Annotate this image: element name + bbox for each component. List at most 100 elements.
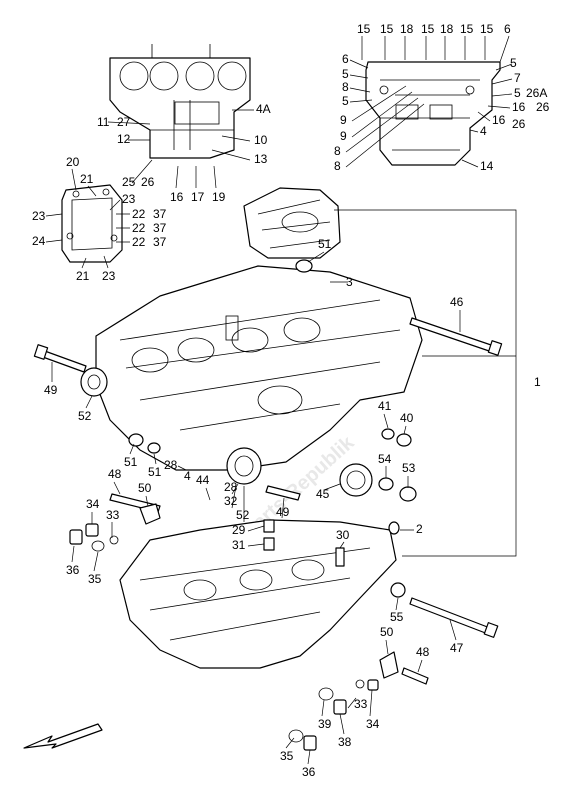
callout-9b: 9 [340, 129, 347, 143]
callout-15e: 15 [480, 22, 494, 36]
callout-5a: 5 [342, 67, 349, 81]
callout-12: 12 [117, 132, 131, 146]
callout-25: 25 [122, 175, 136, 189]
callout-23a: 23 [32, 209, 46, 223]
callout-53: 53 [402, 461, 416, 475]
callout-55: 55 [390, 610, 404, 624]
callout-22a: 22 [132, 207, 146, 221]
callout-26d: 26 [141, 175, 155, 189]
callout-labels: 15 15 18 15 18 15 15 6 6 5 5 7 8 5 26A 5… [32, 22, 550, 779]
callout-20: 20 [66, 155, 80, 169]
callout-35b: 35 [280, 749, 294, 763]
callout-54: 54 [378, 452, 392, 466]
callout-26c: 26 [512, 117, 526, 131]
callout-14: 14 [480, 159, 494, 173]
callout-36b: 36 [302, 765, 316, 779]
callout-30: 30 [336, 528, 350, 542]
callout-9a: 9 [340, 113, 347, 127]
callout-5c: 5 [514, 86, 521, 100]
callout-31: 31 [232, 538, 246, 552]
callout-36a: 36 [66, 563, 80, 577]
callout-35a: 35 [88, 572, 102, 586]
callout-51b: 51 [124, 455, 138, 469]
callout-23b: 23 [122, 192, 136, 206]
callout-38: 38 [338, 735, 352, 749]
lower-crankcase-part [119, 519, 397, 669]
callout-32: 32 [224, 494, 238, 508]
callout-34b: 34 [366, 717, 380, 731]
callout-13: 13 [254, 152, 268, 166]
callout-28a: 28 [164, 458, 178, 472]
callout-48a: 48 [108, 467, 122, 481]
head-cover-part [243, 187, 341, 259]
callout-51c: 51 [148, 465, 162, 479]
callout-15a: 15 [357, 22, 371, 36]
callout-40: 40 [400, 411, 414, 425]
callout-2: 2 [416, 522, 423, 536]
loose-parts [33, 259, 503, 751]
callout-22c: 22 [132, 235, 146, 249]
callout-52b: 52 [236, 508, 250, 522]
callout-16c: 16 [170, 190, 184, 204]
callout-41: 41 [378, 399, 392, 413]
callout-18a: 18 [400, 22, 414, 36]
callout-1: 1 [534, 375, 541, 389]
callout-48b: 48 [416, 645, 430, 659]
callout-15b: 15 [380, 22, 394, 36]
callout-34a: 34 [86, 497, 100, 511]
cover-plate-inset [61, 184, 123, 263]
callout-50a: 50 [138, 481, 152, 495]
callout-5d: 5 [342, 94, 349, 108]
callout-45: 45 [316, 487, 330, 501]
callout-50b: 50 [380, 625, 394, 639]
callout-4a: 4A [256, 102, 271, 116]
callout-23c: 23 [102, 269, 116, 283]
callout-37a: 37 [153, 207, 167, 221]
callout-26a: 26A [526, 86, 547, 100]
callout-16a: 16 [512, 100, 526, 114]
cylinder-block-inset [109, 44, 251, 159]
callout-6b: 6 [504, 22, 511, 36]
callout-26b: 26 [536, 100, 550, 114]
callout-15c: 15 [421, 22, 435, 36]
callout-6a: 6 [342, 52, 349, 66]
callout-44: 44 [196, 473, 210, 487]
callout-47: 47 [450, 641, 464, 655]
front-direction-arrow-icon [23, 723, 103, 749]
callout-52a: 52 [78, 409, 92, 423]
assembly-bracket [334, 209, 517, 557]
callout-8b: 8 [334, 144, 341, 158]
callout-7: 7 [514, 71, 521, 85]
callout-24: 24 [32, 234, 46, 248]
callout-27: 27 [117, 115, 131, 129]
callout-8a: 8 [342, 80, 349, 94]
upper-crankcase-part [95, 265, 423, 471]
leader-lines [45, 35, 513, 765]
callout-51a: 51 [318, 237, 332, 251]
callout-19: 19 [212, 190, 226, 204]
callout-29: 29 [232, 523, 246, 537]
callout-3: 3 [346, 275, 353, 289]
callout-5b: 5 [510, 56, 517, 70]
lower-case-inset [365, 61, 501, 166]
callout-11: 11 [97, 115, 110, 129]
callout-49a: 49 [44, 383, 58, 397]
callout-4b: 4 [184, 469, 191, 483]
callout-22b: 22 [132, 221, 146, 235]
callout-37c: 37 [153, 235, 167, 249]
callout-33a: 33 [106, 508, 120, 522]
callout-37b: 37 [153, 221, 167, 235]
callout-46: 46 [450, 295, 464, 309]
callout-10: 10 [254, 133, 268, 147]
callout-33b: 33 [354, 697, 368, 711]
callout-15d: 15 [460, 22, 474, 36]
callout-21b: 21 [76, 269, 90, 283]
callout-39: 39 [318, 717, 332, 731]
callout-16b: 16 [492, 113, 506, 127]
callout-8c: 8 [334, 159, 341, 173]
callout-4: 4 [480, 124, 487, 138]
callout-18b: 18 [440, 22, 454, 36]
callout-17: 17 [191, 190, 205, 204]
